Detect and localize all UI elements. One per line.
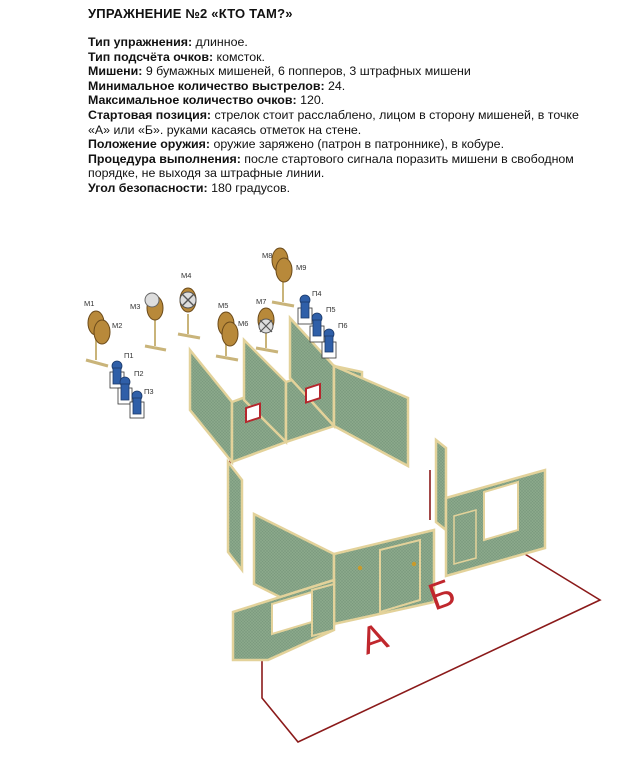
wall-group-front: [231, 511, 436, 662]
spec-value: стрелок стоит расслаблено, лицом в сторо…: [88, 107, 579, 137]
spec-row: Мишени: 9 бумажных мишеней, 6 попперов, …: [88, 64, 588, 79]
target-m5-m6: [215, 311, 239, 362]
page-title: УПРАЖНЕНИЕ №2 «КТО ТАМ?»: [88, 6, 293, 21]
label-m9: М9: [296, 263, 306, 272]
spec-value: 9 бумажных мишеней, 6 попперов, 3 штрафн…: [142, 64, 471, 79]
target-m3: [144, 292, 167, 352]
spec-row: Тип подсчёта очков: комсток.: [88, 50, 588, 65]
target-m4: [177, 287, 201, 340]
spec-label: Мишени:: [88, 64, 143, 79]
poppers: [109, 294, 337, 419]
popper-p4: [297, 294, 313, 325]
label-m8: М8: [262, 251, 272, 260]
spec-label: Положение оружия:: [88, 137, 210, 152]
start-position-a: А: [355, 615, 394, 663]
label-p4: П4: [312, 289, 322, 298]
spec-value: длинное.: [192, 35, 248, 49]
label-m2: М2: [112, 321, 122, 330]
label-p5: П5: [326, 305, 336, 314]
spec-label: Стартовая позиция:: [88, 107, 212, 122]
target-m8-m9: [271, 247, 295, 308]
spec-value: 180 градусов.: [207, 180, 291, 195]
spec-row: Максимальное количество очков: 120.: [88, 93, 588, 108]
label-m6: М6: [238, 319, 248, 328]
spec-value: оружие заряжено (патрон в патроннике), в…: [210, 137, 505, 152]
target-m7: [255, 307, 279, 354]
label-m4: М4: [181, 271, 191, 280]
popper-p6: [321, 328, 337, 359]
popper-p3: [129, 390, 145, 419]
label-m1: М1: [84, 299, 94, 308]
stage-diagram: М1 М2 М3 М4 М5 М6 М7 М8 М9 П1 П2 П3 П4 П…: [84, 247, 602, 743]
spec-value: после стартового сигнала поразить мишени…: [88, 151, 574, 181]
wall-group-right: [434, 437, 547, 578]
spec-label: Максимальное количество очков:: [88, 93, 297, 108]
spec-row: Минимальное количество выстрелов: 24.: [88, 79, 588, 94]
spec-row: Положение оружия: оружие заряжено (патро…: [88, 137, 588, 152]
spec-row: Угол безопасности: 180 градусов.: [88, 181, 588, 196]
spec-value: комсток.: [213, 49, 265, 64]
spec-row: Тип упражнения: длинное.: [88, 35, 588, 50]
spec-row: Стартовая позиция: стрелок стоит расслаб…: [88, 108, 588, 137]
spec-label: Тип подсчёта очков:: [88, 49, 214, 64]
wall-group-back: [188, 314, 410, 574]
label-m5: М5: [218, 301, 228, 310]
label-m3: М3: [130, 302, 140, 311]
spec-value: 120.: [296, 93, 325, 108]
spec-label: Процедура выполнения:: [88, 151, 241, 166]
start-position-b: Б: [423, 571, 461, 619]
specs-list: Тип упражнения: длинное. Тип подсчёта оч…: [88, 35, 588, 196]
label-p3: П3: [144, 387, 154, 396]
popper-p5: [309, 312, 325, 343]
popper-p2: [117, 376, 133, 405]
spec-value: 24.: [324, 78, 346, 93]
paper-targets: [85, 247, 295, 368]
label-p1: П1: [124, 351, 134, 360]
spec-row: Процедура выполнения: после стартового с…: [88, 152, 588, 181]
label-m7: М7: [256, 297, 266, 306]
label-p6: П6: [338, 321, 348, 330]
spec-label: Угол безопасности:: [88, 180, 208, 195]
target-m1-m2: [85, 310, 111, 368]
spec-label: Тип упражнения:: [88, 35, 193, 49]
spec-label: Минимальное количество выстрелов:: [88, 78, 325, 93]
label-p2: П2: [134, 369, 144, 378]
